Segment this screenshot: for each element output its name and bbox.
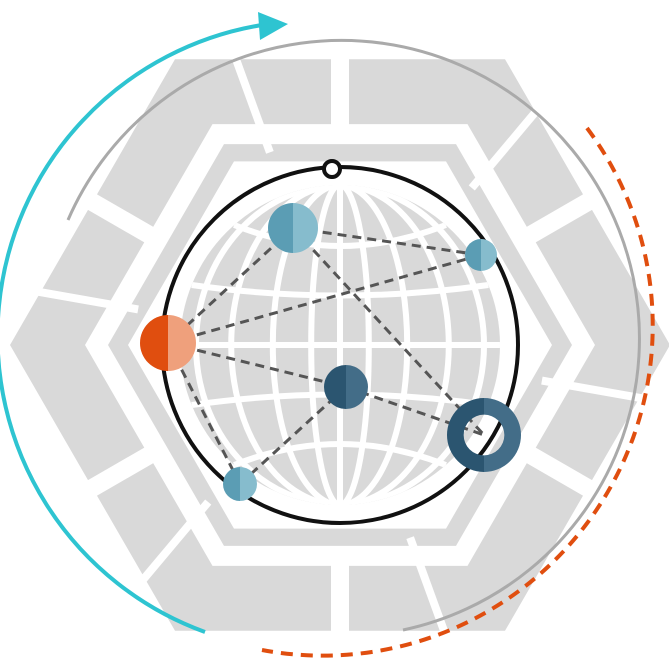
orbit-start-dot bbox=[322, 159, 342, 179]
ring-right-half bbox=[484, 398, 521, 472]
globe-grid bbox=[180, 185, 500, 505]
orange-dashed-arc bbox=[261, 126, 655, 658]
circular-arrow-icon bbox=[0, 12, 288, 634]
node-right-half bbox=[168, 315, 196, 371]
link-node-left-orange-to-node-top-right bbox=[167, 253, 482, 345]
hexagon-separator bbox=[41, 439, 167, 523]
node-center-dark bbox=[324, 365, 368, 409]
node-left-half bbox=[324, 365, 346, 409]
globe-icon bbox=[180, 185, 500, 505]
links bbox=[166, 226, 486, 486]
globe-meridian bbox=[269, 185, 411, 505]
globe-meridian bbox=[308, 185, 372, 505]
link-node-top-left-to-node-ring-dark bbox=[291, 226, 486, 437]
link-node-left-orange-to-node-bottom-left bbox=[166, 342, 242, 485]
hexagon-frame-icon bbox=[4, 5, 669, 659]
cyan-arrow-head bbox=[258, 12, 288, 40]
node-orbit-start bbox=[322, 159, 342, 179]
globe-meridian bbox=[228, 185, 452, 505]
node-right-half bbox=[481, 239, 497, 271]
node-left-half bbox=[140, 315, 168, 371]
node-bottom-left bbox=[223, 467, 257, 501]
node-ring-dark bbox=[447, 398, 521, 472]
link-node-top-left-to-node-top-right bbox=[292, 226, 482, 257]
hexagon-gap bbox=[91, 129, 589, 561]
node-left-half bbox=[268, 203, 293, 253]
globe-meridian bbox=[193, 185, 487, 505]
outer-ring-arc-top bbox=[66, 38, 641, 632]
cyan-rotation-arc bbox=[0, 23, 263, 634]
hexagon-separator bbox=[41, 167, 167, 251]
node-right-half bbox=[346, 365, 368, 409]
node-top-right bbox=[465, 239, 497, 271]
node-left-half bbox=[223, 467, 240, 501]
ring-left-half bbox=[447, 398, 484, 472]
hexagon-separator bbox=[513, 167, 639, 251]
link-node-left-orange-to-node-center-dark bbox=[167, 341, 347, 389]
link-node-top-left-to-node-left-orange bbox=[166, 226, 295, 345]
outer-ring bbox=[66, 38, 641, 632]
node-left-orange bbox=[140, 315, 196, 371]
node-right-half bbox=[293, 203, 318, 253]
nodes bbox=[140, 159, 521, 501]
node-top-left bbox=[268, 203, 318, 253]
hexagon-separator bbox=[513, 439, 639, 523]
link-node-center-dark-to-node-bottom-left bbox=[238, 385, 348, 486]
node-left-half bbox=[465, 239, 481, 271]
node-right-half bbox=[240, 467, 257, 501]
